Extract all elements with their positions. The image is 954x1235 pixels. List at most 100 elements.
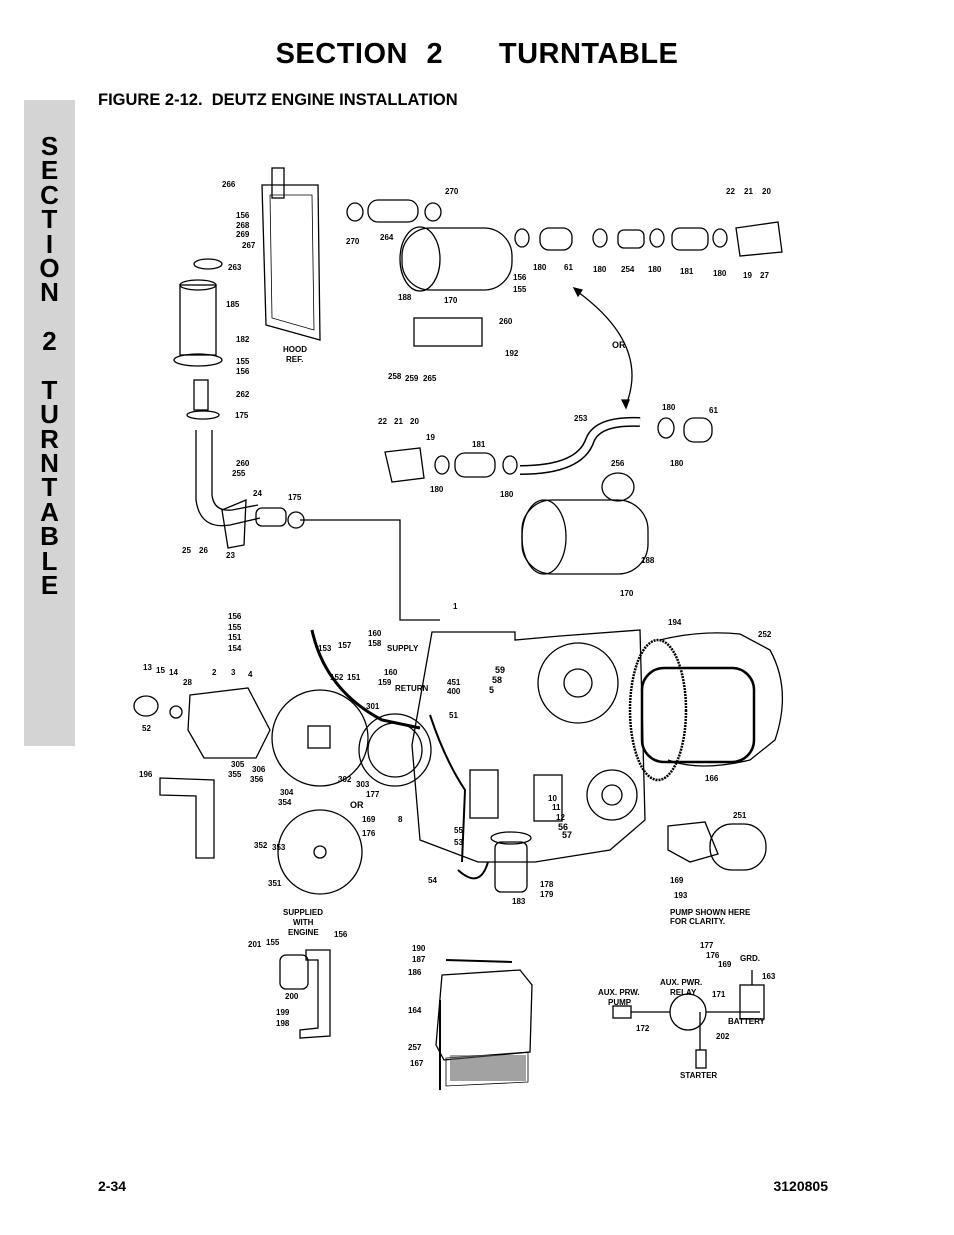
callout-176: 176 <box>706 951 720 960</box>
callout-22: 22 <box>726 187 735 196</box>
ground-label: GRD. <box>740 954 760 963</box>
callout-5: 5 <box>489 685 494 695</box>
callout-11: 11 <box>552 803 561 812</box>
callout-180: 180 <box>670 459 684 468</box>
callout-14: 14 <box>169 668 178 677</box>
figure-caption: FIGURE 2-12. DEUTZ ENGINE INSTALLATION <box>98 91 458 109</box>
callout-158: 158 <box>368 639 382 648</box>
callout-353: 353 <box>272 843 286 852</box>
callout-258: 258 <box>388 372 402 381</box>
callout-59: 59 <box>495 665 505 675</box>
callout-305: 305 <box>231 760 245 769</box>
callout-182: 182 <box>236 335 250 344</box>
callout-169: 169 <box>718 960 732 969</box>
callout-169: 169 <box>362 815 376 824</box>
side-tab-letter: I <box>45 228 54 259</box>
or-label-2: OR <box>350 800 364 810</box>
side-tab-letter: S <box>40 131 59 161</box>
aux-relay-label: AUX. PWR. <box>660 978 702 987</box>
callout-253: 253 <box>574 414 588 423</box>
callout-181: 181 <box>472 440 486 449</box>
callout-257: 257 <box>408 1043 422 1052</box>
callout-270: 270 <box>346 237 360 246</box>
callout-160: 160 <box>384 668 398 677</box>
callout-270: 270 <box>445 187 459 196</box>
callout-190: 190 <box>412 944 426 953</box>
side-tab-letter: B <box>40 521 59 552</box>
callout-51: 51 <box>449 711 458 720</box>
callout-192: 192 <box>505 349 519 358</box>
callout-160: 160 <box>368 629 382 638</box>
callout-180: 180 <box>533 263 547 272</box>
callout-355: 355 <box>228 770 242 779</box>
callout-194: 194 <box>668 618 682 627</box>
callout-259: 259 <box>405 374 419 383</box>
callout-306: 306 <box>252 765 266 774</box>
callout-451: 451 <box>447 678 461 687</box>
callout-152: 152 <box>330 673 344 682</box>
callout-151: 151 <box>228 633 242 642</box>
side-tab-letter: C <box>40 179 59 210</box>
callout-57: 57 <box>562 830 572 840</box>
callout-56: 56 <box>558 822 568 832</box>
callout-61: 61 <box>564 263 573 272</box>
callout-180: 180 <box>648 265 662 274</box>
side-tab-letter: A <box>40 496 59 527</box>
callout-13: 13 <box>143 663 152 672</box>
callout-19: 19 <box>743 271 752 280</box>
callout-61: 61 <box>709 406 718 415</box>
side-tab-letter: N <box>40 277 59 308</box>
aux-pump-label: AUX. PRW. <box>598 988 640 997</box>
starter-label: STARTER <box>680 1071 717 1080</box>
pump-note-label: PUMP SHOWN HERE <box>670 908 751 917</box>
callout-23: 23 <box>226 551 235 560</box>
callout-15: 15 <box>156 666 165 675</box>
callout-167: 167 <box>410 1059 424 1068</box>
aux-relay-label-2: RELAY <box>670 988 697 997</box>
callout-153: 153 <box>318 644 332 653</box>
callout-170: 170 <box>620 589 634 598</box>
callout-20: 20 <box>762 187 771 196</box>
callout-188: 188 <box>641 556 655 565</box>
callout-163: 163 <box>762 972 776 981</box>
callout-351: 351 <box>268 879 282 888</box>
callout-264: 264 <box>380 233 394 242</box>
callout-193: 193 <box>674 891 688 900</box>
callout-180: 180 <box>500 490 514 499</box>
return-label: RETURN <box>395 684 429 693</box>
callout-22: 22 <box>378 417 387 426</box>
callout-187: 187 <box>412 955 426 964</box>
callout-254: 254 <box>621 265 635 274</box>
callout-4: 4 <box>248 670 253 679</box>
callout-159: 159 <box>378 678 392 687</box>
callout-12: 12 <box>556 813 565 822</box>
supplied-engine-label: ENGINE <box>288 928 319 937</box>
side-tab-letter: T <box>41 472 58 503</box>
callout-268: 268 <box>236 221 250 230</box>
hood-ref-label: REF. <box>286 355 303 364</box>
or-label: OR <box>612 340 626 350</box>
callout-21: 21 <box>744 187 753 196</box>
callout-20: 20 <box>410 417 419 426</box>
callout-260: 260 <box>499 317 513 326</box>
callout-8: 8 <box>398 815 403 824</box>
side-tab-letter: E <box>40 570 59 601</box>
callout-52: 52 <box>142 724 151 733</box>
callout-179: 179 <box>540 890 554 899</box>
callout-169: 169 <box>670 876 684 885</box>
callout-177: 177 <box>366 790 380 799</box>
callout-180: 180 <box>713 269 727 278</box>
callout-155: 155 <box>266 938 280 947</box>
callout-172: 172 <box>636 1024 650 1033</box>
callout-55: 55 <box>454 826 463 835</box>
callout-175: 175 <box>235 411 249 420</box>
callout-1: 1 <box>453 602 458 611</box>
callout-255: 255 <box>232 469 246 478</box>
side-tab-letter: R <box>40 423 59 454</box>
callout-170: 170 <box>444 296 458 305</box>
callout-24: 24 <box>253 489 262 498</box>
callout-201: 201 <box>248 940 262 949</box>
callout-188: 188 <box>398 293 412 302</box>
